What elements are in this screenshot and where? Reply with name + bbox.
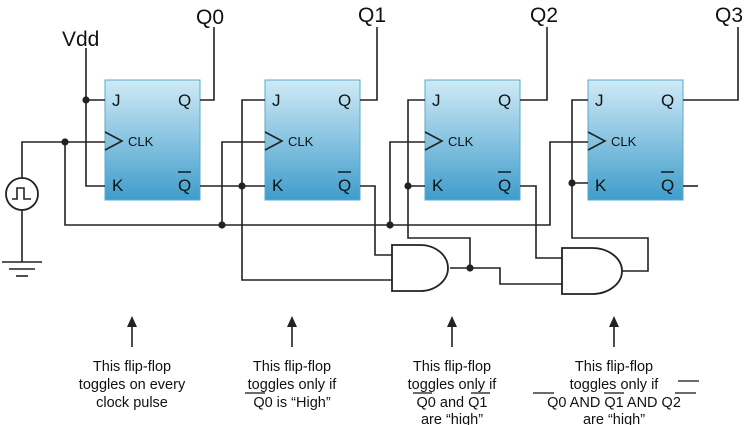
- flipflop-2-q-label: Q: [498, 91, 511, 110]
- and1-to-j2-wire: [407, 99, 425, 186]
- and-gate-1: [391, 244, 449, 292]
- flipflop-2-k-label: K: [432, 176, 444, 195]
- flipflop-2-qbar-label: Q: [498, 176, 511, 195]
- caption-3-line-1: This flip-flop: [413, 359, 491, 375]
- junction-dot: [238, 182, 246, 190]
- caption-1-line-1: This flip-flop: [93, 359, 171, 375]
- flipflop-3-q-label: Q: [661, 91, 674, 110]
- q2-output-wire: [520, 27, 548, 101]
- caption-4: This flip-flop toggles only if Q0 AND Q1…: [533, 359, 699, 425]
- and-gate-2: [561, 247, 623, 295]
- flipflop-0-qbar-label: Q: [178, 176, 191, 195]
- vdd-label: Vdd: [62, 28, 99, 51]
- clock-feed-wire: [21, 141, 105, 178]
- flipflop-1-j-label: J: [272, 91, 281, 110]
- junction-dot: [218, 221, 226, 229]
- flipflop-2: J K Q Q CLK: [424, 79, 521, 201]
- output-label-q1: Q1: [358, 4, 386, 27]
- and1-to-and2-wire: [450, 267, 562, 285]
- qbar0-to-and1-wire: [241, 186, 392, 281]
- flipflop-3: J K Q Q CLK: [587, 79, 684, 201]
- wiring: [2, 27, 739, 285]
- output-label-q3: Q3: [715, 4, 743, 27]
- and2-to-j3-wire: [571, 99, 588, 183]
- flipflop-3-clk-triangle: [587, 131, 607, 151]
- caption-4-line-3: Q0 AND Q1 AND Q2: [547, 395, 681, 411]
- flipflop-0-clk-triangle: [104, 131, 124, 151]
- junction-dot: [466, 264, 474, 272]
- junction-dot: [568, 179, 576, 187]
- q1-output-wire: [360, 27, 378, 101]
- caption-2-line-3: Q0 is “High”: [253, 395, 331, 411]
- caption-1: This flip-flop toggles on every clock pu…: [79, 359, 186, 411]
- caption-2: This flip-flop toggles only if Q0 is “Hi…: [245, 359, 337, 411]
- arrow-4-head: [609, 316, 619, 327]
- junction-dot: [404, 182, 412, 190]
- junction-dot: [386, 221, 394, 229]
- qbar0-to-j1-wire: [241, 99, 265, 186]
- caption-3-line-3: Q0 and Q1: [417, 395, 488, 411]
- junction-dot: [61, 138, 69, 146]
- qbar1-to-and1-wire: [360, 185, 392, 256]
- caption-3: This flip-flop toggles only if Q0 and Q1…: [408, 359, 498, 425]
- caption-1-line-3: clock pulse: [96, 395, 168, 411]
- vdd-rail-wire: [85, 48, 105, 187]
- junction-dots: [61, 96, 576, 272]
- qbar2-to-and2-wire: [520, 185, 562, 259]
- output-label-q0: Q0: [196, 6, 224, 29]
- clock-bus-wire: [64, 141, 588, 226]
- caption-4-line-4: are “high”: [583, 412, 645, 425]
- junction-dot: [82, 96, 90, 104]
- flipflop-1: J K Q Q CLK: [264, 79, 361, 201]
- flipflop-2-clk-triangle: [424, 131, 444, 151]
- and1-to-k2-wire: [407, 185, 471, 268]
- flipflop-3-j-label: J: [595, 91, 604, 110]
- clock-to-ff2-wire: [389, 141, 425, 225]
- flipflop-2-clk-label: CLK: [448, 134, 474, 149]
- caption-3-line-4: are “high”: [421, 412, 483, 425]
- caption-2-line-2: toggles only if: [248, 377, 338, 393]
- flipflop-3-k-label: K: [595, 176, 607, 195]
- flipflop-0: J K Q Q CLK: [104, 79, 201, 201]
- caption-1-line-2: toggles on every: [79, 377, 186, 393]
- flipflop-1-clk-triangle: [264, 131, 284, 151]
- caption-4-line-1: This flip-flop: [575, 359, 653, 375]
- flipflop-0-j-label: J: [112, 91, 121, 110]
- arrow-3-head: [447, 316, 457, 327]
- flipflop-0-k-label: K: [112, 176, 124, 195]
- caption-2-line-1: This flip-flop: [253, 359, 331, 375]
- arrow-1-head: [127, 316, 137, 327]
- flipflop-0-clk-label: CLK: [128, 134, 154, 149]
- output-label-q2: Q2: [530, 4, 558, 27]
- clock-to-ff1-wire: [221, 141, 265, 225]
- flipflop-1-q-label: Q: [338, 91, 351, 110]
- flipflop-1-clk-label: CLK: [288, 134, 314, 149]
- flipflop-2-j-label: J: [432, 91, 441, 110]
- flipflop-1-qbar-label: Q: [338, 176, 351, 195]
- caption-4-line-2: toggles only if: [570, 377, 660, 393]
- flipflop-0-q-label: Q: [178, 91, 191, 110]
- q3-output-wire: [683, 27, 739, 101]
- caption-3-line-2: toggles only if: [408, 377, 498, 393]
- flipflop-1-k-label: K: [272, 176, 284, 195]
- clock-source-circle: [5, 177, 39, 211]
- arrow-2-head: [287, 316, 297, 327]
- flipflop-3-qbar-label: Q: [661, 176, 674, 195]
- flipflop-3-clk-label: CLK: [611, 134, 637, 149]
- q0-output-wire: [200, 27, 215, 101]
- square-wave-icon: [12, 187, 31, 200]
- annotation-arrows: [127, 316, 619, 347]
- clock-source: [5, 177, 39, 211]
